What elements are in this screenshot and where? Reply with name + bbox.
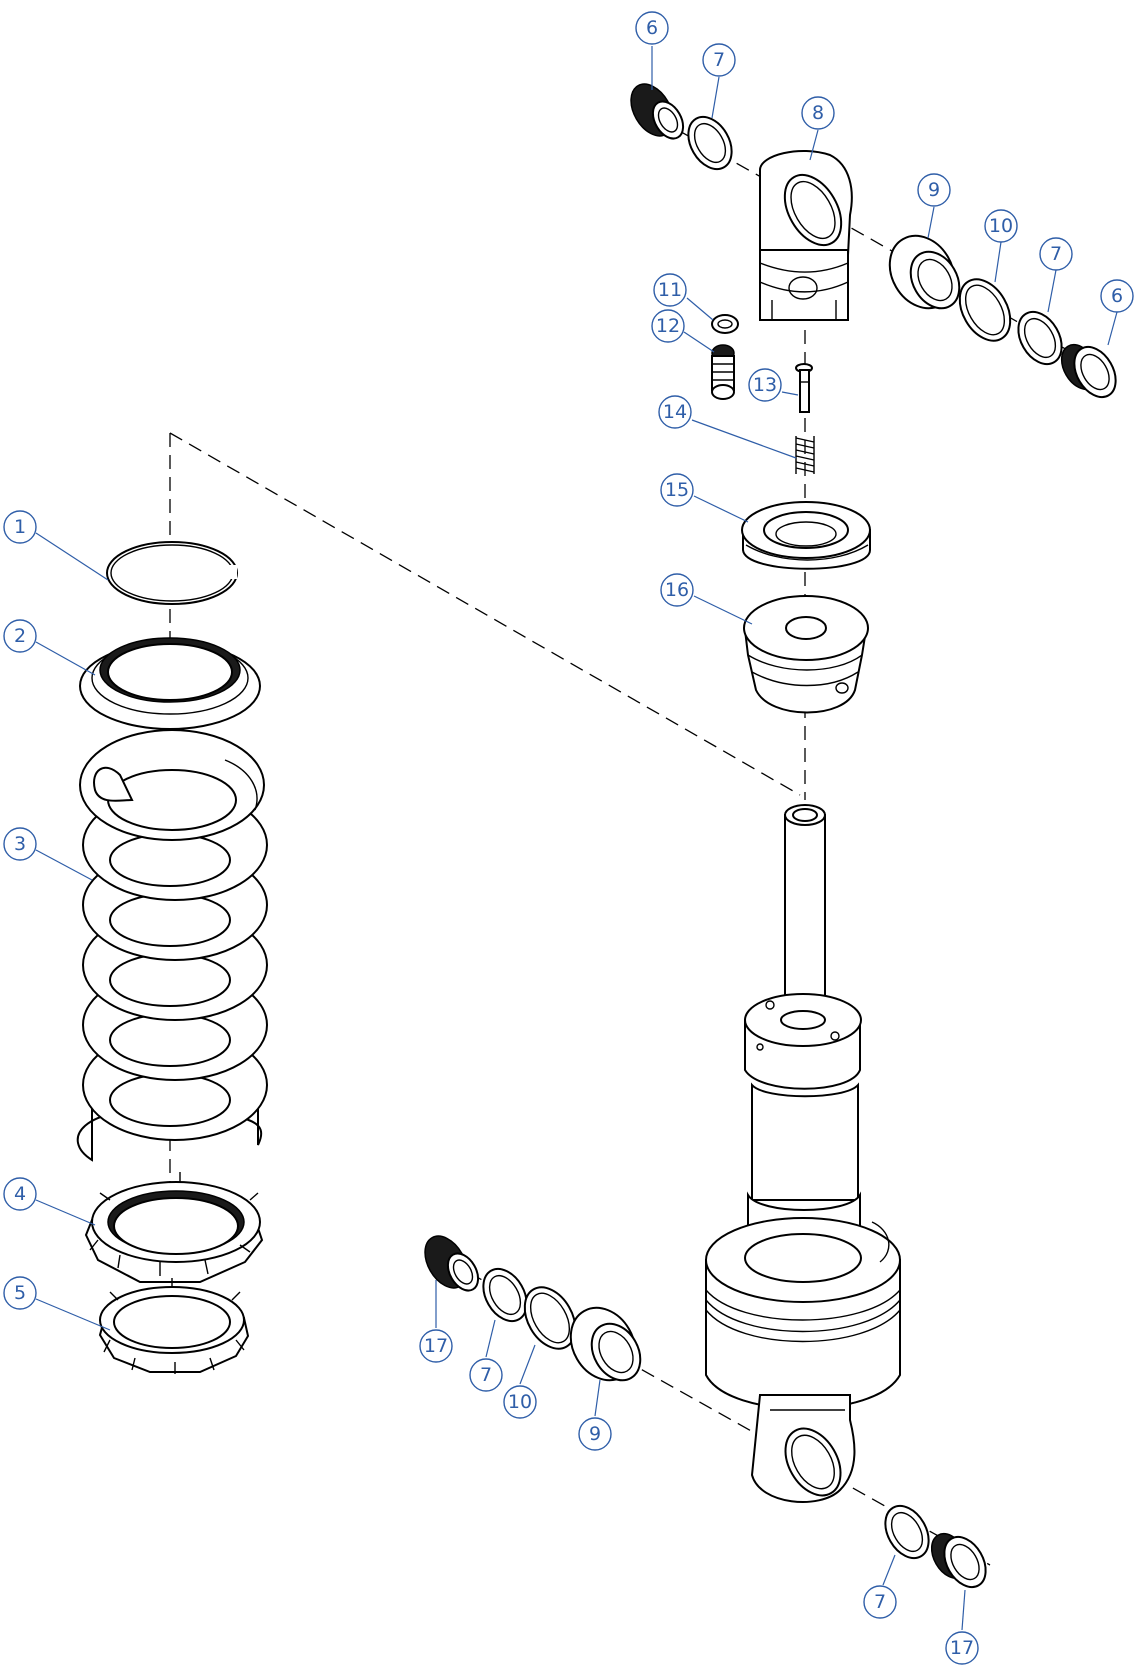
part-17-bushing-lower-right [930,1532,987,1589]
callout-17-lower-right: 17 [945,1631,979,1665]
callout-1: 1 [3,510,37,544]
callout-4: 4 [3,1177,37,1211]
damper-body [705,993,901,1410]
callout-label: 16 [665,579,689,601]
part-9-bearing-top [888,234,961,310]
callout-label: 15 [665,479,689,501]
part-10-seal-ring-top [958,278,1012,342]
callout-6-top-right: 6 [1100,279,1134,313]
callout-14: 14 [658,395,692,429]
part-7-washer-lower-left [482,1267,528,1323]
callout-label: 6 [1111,285,1123,307]
callout-label: 7 [1050,243,1062,265]
part-7-washer-lower-right [884,1504,930,1560]
callout-label: 17 [424,1335,448,1357]
callout-8: 8 [801,96,835,130]
part-14-small-spring [795,436,815,474]
part-8-top-eyelet [759,149,853,321]
callout-label: 13 [753,374,777,396]
callout-9-lower: 9 [578,1417,612,1451]
part-13-pin [795,363,813,413]
part-17-bushing-lower-left [424,1235,480,1292]
callout-label: 8 [812,102,824,124]
callout-10-lower: 10 [503,1385,537,1419]
callout-9-top: 9 [917,173,951,207]
part-10-seal-ring-lower [523,1286,577,1350]
callout-label: 5 [14,1282,26,1304]
part-3-coil-spring [76,729,268,1162]
callout-5: 5 [3,1276,37,1310]
callout-7-top-left: 7 [702,43,736,77]
callout-13: 13 [748,368,782,402]
callout-label: 4 [14,1183,26,1205]
callout-label: 7 [713,49,725,71]
callout-label: 10 [989,215,1013,237]
callout-label: 11 [658,279,682,301]
callout-leaders [35,46,1118,1631]
callout-label: 2 [14,625,26,647]
callout-16: 16 [660,573,694,607]
callout-6-top-left: 6 [635,11,669,45]
callout-label: 9 [928,179,940,201]
callout-label: 6 [646,17,658,39]
part-7-washer-top-right [1017,310,1063,366]
callout-label: 10 [508,1391,532,1413]
part-15-seal-head [741,501,871,570]
callout-11: 11 [653,273,687,307]
callout-17-lower-left: 17 [419,1329,453,1363]
callout-label: 12 [656,315,680,337]
part-6-bushing-top-left [630,83,685,140]
part-9-bearing-lower [569,1306,642,1382]
callout-15: 15 [660,473,694,507]
callout-7-lower-left: 7 [469,1358,503,1392]
callout-12: 12 [651,309,685,343]
callout-7-top-right: 7 [1039,237,1073,271]
callout-label: 7 [480,1364,492,1386]
part-11-small-washer [711,314,739,334]
callout-10-top: 10 [984,209,1018,243]
part-4-lock-ring [84,1172,264,1283]
callout-7-lower-right: 7 [863,1585,897,1619]
part-7-washer-top-left [687,115,733,171]
damper-lower-eyelet [750,1394,856,1503]
callout-label: 7 [874,1591,886,1613]
part-5-lock-nut [98,1278,250,1374]
callout-label: 17 [950,1637,974,1659]
part-6-bushing-top-right [1060,343,1117,399]
callout-2: 2 [3,619,37,653]
callout-label: 14 [663,401,687,423]
callout-label: 9 [589,1423,601,1445]
part-1-retaining-ring [106,541,238,605]
callout-label: 1 [14,516,26,538]
part-12-valve [711,344,735,400]
part-16-top-cap [743,595,869,714]
part-2-spring-seat [79,637,261,730]
callout-label: 3 [14,833,26,855]
callout-3: 3 [3,827,37,861]
